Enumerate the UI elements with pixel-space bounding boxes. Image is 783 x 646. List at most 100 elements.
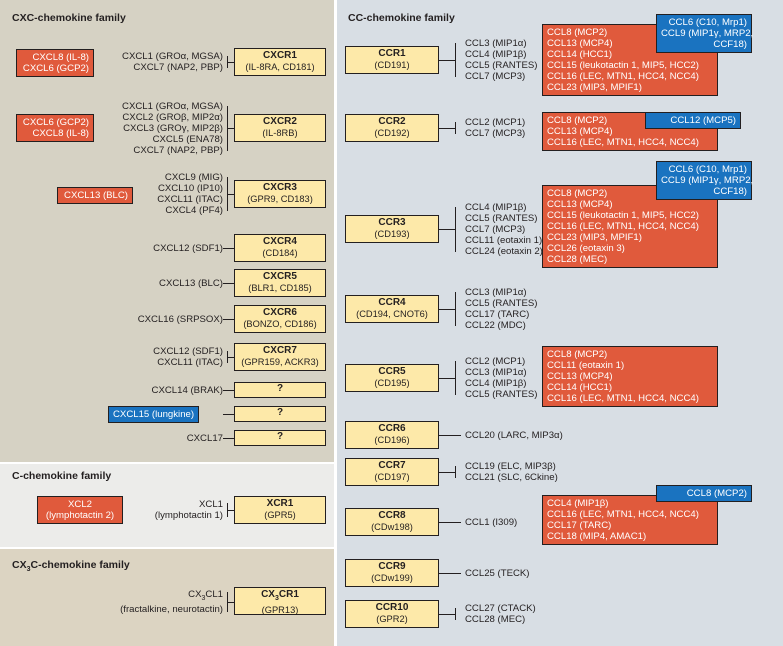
cc-ligand-list: CCL1 (I309): [465, 517, 517, 528]
cxc-title: CXC-chemokine family: [12, 12, 126, 24]
cc-decoy-red-line: CCL16 (LEC, MTN1, HCC4, NCC4): [547, 509, 699, 520]
receptor-alias: (IL-8RA, CD181): [245, 61, 315, 72]
cc-connector: [439, 128, 455, 129]
receptor-name: CXCR4: [263, 236, 297, 247]
cc-decoy-red-line: CCL15 (leukotactin 1, MIP5, HCC2): [547, 210, 699, 221]
cxc-ligand-list: CXCL9 (MIG)CXCL10 (IP10)CXCL11 (ITAC)CXC…: [157, 172, 223, 216]
cc-bracket: [455, 122, 456, 134]
cc-ligand-list: CCL3 (MIP1α)CCL4 (MIP1β)CCL5 (RANTES)CCL…: [465, 38, 538, 82]
cc-bracket: [455, 608, 456, 620]
cc-decoy-red-line: CCL8 (MCP2): [547, 27, 608, 38]
cxc-ligand-list-line: CXCL16 (SRPSOX): [137, 313, 223, 325]
cc-ligand-list-line: CCL5 (RANTES): [465, 298, 538, 309]
cc-decoy-red-line: CCL13 (MCP4): [547, 126, 613, 137]
receptor-name: CCR4: [378, 297, 406, 308]
cx3c-connector: [227, 602, 234, 603]
cc-decoy-blue: CCL6 (C10, Mrp1)CCL9 (MIP1γ, MRP2,CCF18): [656, 14, 754, 53]
cxc-connector: [227, 128, 234, 129]
cc-decoy-blue: CCL8 (MCP2): [656, 485, 752, 502]
cc-title: CC-chemokine family: [348, 12, 455, 24]
cc-decoy-blue-line: CCL6 (C10, Mrp1): [668, 164, 747, 175]
cc-ligand-list-line: CCL28 (MEC): [465, 614, 526, 625]
cc-ligand-list-line: CCL7 (MCP3): [465, 128, 526, 139]
cc-panel: [337, 0, 783, 646]
cc-ligand-list-line: CCL7 (MCP3): [465, 71, 526, 82]
cxc-ligand-list-line: CXCL7 (NAP2, PBP): [133, 144, 223, 156]
c-connector: [227, 510, 234, 511]
cxc-ligand-list-line: CXCL13 (BLC): [159, 277, 223, 289]
cc-connector: [439, 378, 455, 379]
cc-ligand-list-line: CCL3 (MIP1α): [465, 367, 527, 378]
cxc-connector: [223, 283, 234, 284]
cc-decoy-red-line: CCL15 (leukotactin 1, MIP5, HCC2): [547, 60, 699, 71]
cc-receptor-box: CCR4(CD194, CNOT6): [345, 295, 439, 323]
cc-decoy-blue-line: CCF18): [713, 186, 747, 197]
cc-decoy-red-line: CCL23 (MIP3, MPIF1): [547, 82, 642, 93]
c-ligand-list-line: XCL1: [199, 499, 223, 510]
cc-receptor-box: CCR1(CD191): [345, 46, 439, 74]
cc-decoy-blue-line: CCL6 (C10, Mrp1): [668, 17, 747, 28]
cc-receptor-box: CCR9(CDw199): [345, 559, 439, 587]
receptor-alias: (CD184): [262, 247, 298, 258]
cc-decoy-red-line: CCL8 (MCP2): [547, 349, 608, 360]
cxc-ligand-list: CXCL14 (BRAK): [152, 385, 223, 396]
cc-ligand-list-line: CCL2 (MCP1): [465, 117, 526, 128]
cc-decoy-red-line: CCL14 (HCC1): [547, 49, 613, 60]
cc-decoy-red: CCL8 (MCP2)CCL13 (MCP4)CCL14 (HCC1)CCL15…: [542, 24, 718, 96]
cx3c-ligand: CX3CL1 (fractalkine, neurotactin): [120, 589, 223, 615]
receptor-name: CCR3: [378, 217, 406, 228]
cc-decoy-red-line: CCL18 (MIP4, AMAC1): [547, 531, 647, 542]
receptor-alias: (CD195): [374, 377, 410, 388]
cxc-ligand-list: CXCL1 (GROα, MGSA)CXCL2 (GROβ, MIP2α)CXC…: [122, 101, 223, 156]
cc-decoy-blue-line: CCL9 (MIP1γ, MRP2,: [661, 28, 754, 39]
receptor-name: CCR9: [378, 561, 406, 572]
receptor-alias: (CDw198): [371, 521, 413, 532]
c-title: C-chemokine family: [12, 470, 112, 482]
cxc-receptor-box: CXCR3(GPR9, CD183): [234, 180, 326, 208]
cc-decoy-red-line: CCL26 (eotaxin 3): [547, 243, 625, 254]
cc-decoy-blue-line: CCL12 (MCP5): [670, 115, 736, 126]
cxc-receptor-box: CXCR2(IL-8RB): [234, 114, 326, 142]
receptor-alias: (CD194, CNOT6): [356, 308, 428, 319]
cxc-connector: [223, 390, 234, 391]
cc-receptor-box: CCR7(CD197): [345, 458, 439, 486]
cxc-connector: [223, 319, 234, 320]
cc-connector: [439, 435, 461, 436]
receptor-alias: (GPR9, CD183): [247, 193, 313, 204]
cc-bracket: [455, 43, 456, 77]
cxc-receptor-box: CXCR7(GPR159, ACKR3): [234, 343, 326, 371]
cc-decoy-red: CCL4 (MIP1β)CCL16 (LEC, MTN1, HCC4, NCC4…: [542, 495, 718, 545]
cxc-ligand-list-line: CXCL11 (ITAC): [157, 194, 223, 205]
cc-decoy-red-line: CCL13 (MCP4): [547, 371, 613, 382]
cc-decoy-red: CCL8 (MCP2)CCL13 (MCP4)CCL16 (LEC, MTN1,…: [542, 112, 718, 151]
cxc-receptor-box: CXCR1(IL-8RA, CD181): [234, 48, 326, 76]
cxc-ligand-list-line: CXCL1 (GROα, MGSA): [122, 100, 223, 112]
cc-ligand-list: CCL2 (MCP1)CCL3 (MIP1α)CCL4 (MIP1β)CCL5 …: [465, 356, 538, 400]
cxc-ligand-list-line: CXCL7 (NAP2, PBP): [133, 62, 223, 73]
cc-decoy-blue: CCL6 (C10, Mrp1)CCL9 (MIP1γ, MRP2,CCF18): [656, 161, 753, 200]
c-ligand-list-line: (lymphotactin 1): [154, 510, 223, 521]
cxc-ligand-list: CXCL17: [187, 433, 223, 444]
receptor-name: CCR7: [378, 460, 406, 471]
cc-decoy-blue-line: CCF18): [713, 39, 747, 50]
c-ligand-list: XCL1(lymphotactin 1): [155, 499, 223, 521]
cxc-receptor-box: ?: [234, 406, 326, 422]
cxc-ligand-list: CXCL1 (GROα, MGSA)CXCL7 (NAP2, PBP): [122, 51, 223, 73]
cc-ligand-list: CCL25 (TECK): [465, 568, 530, 579]
cc-decoy-blue-line: CCL8 (MCP2): [686, 488, 747, 499]
cc-ligand-list: CCL4 (MIP1β)CCL5 (RANTES)CCL7 (MCP3)CCL1…: [465, 202, 543, 257]
cxc-decoy-blue-line: CXCL15 (lungkine): [113, 409, 195, 420]
receptor-name: CXCR7: [263, 345, 297, 356]
cc-ligand-list: CCL19 (ELC, MIP3β)CCL21 (SLC, 6Ckine): [465, 461, 558, 483]
cc-decoy-red-line: CCL28 (MEC): [547, 254, 608, 265]
cc-decoy-blue: CCL12 (MCP5): [645, 112, 741, 129]
cc-decoy-red: CCL8 (MCP2)CCL11 (eotaxin 1)CCL13 (MCP4)…: [542, 346, 718, 407]
receptor-alias: (CD192): [374, 127, 410, 138]
cxc-ligand-list-line: CXCL17: [186, 432, 223, 444]
receptor-alias: (CD193): [374, 228, 410, 239]
cc-ligand-list-line: CCL2 (MCP1): [465, 356, 526, 367]
receptor-name: CCR2: [378, 116, 406, 127]
cc-ligand-list-line: CCL3 (MIP1α): [465, 38, 527, 49]
cc-decoy-red-line: CCL11 (eotaxin 1): [547, 360, 625, 371]
